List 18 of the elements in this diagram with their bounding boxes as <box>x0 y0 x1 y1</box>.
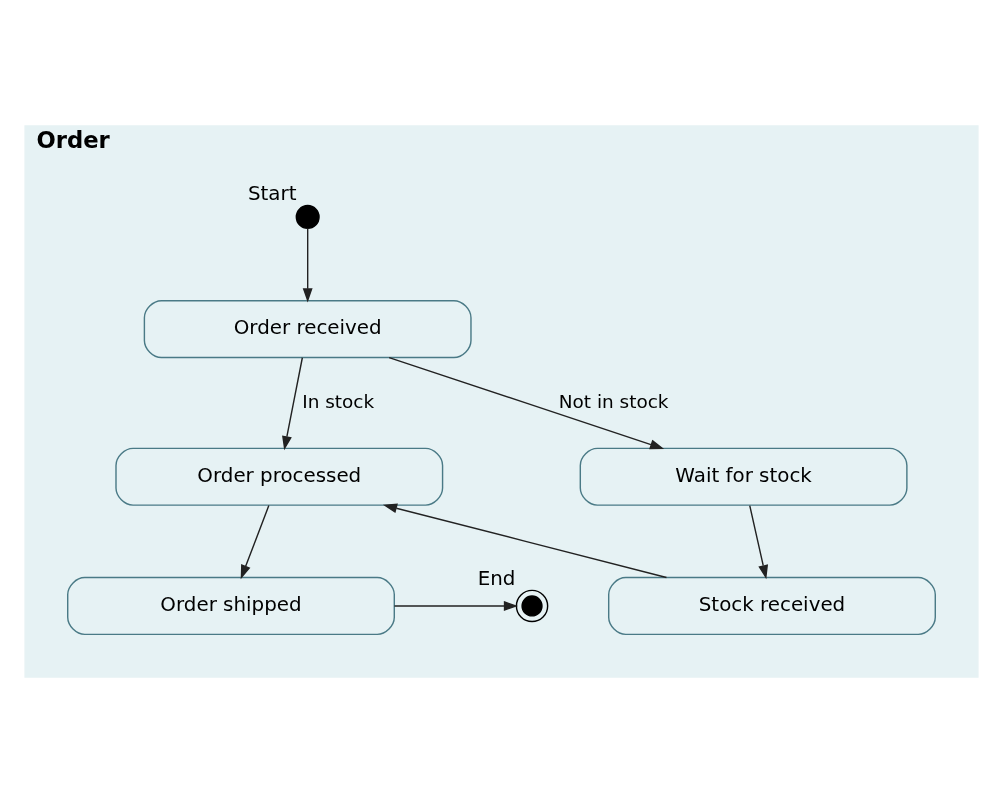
node-box: Wait for stock <box>579 447 908 506</box>
edge-label: In stock <box>302 390 375 412</box>
arrow <box>749 504 769 580</box>
edge-label: Not in stock <box>558 390 669 412</box>
node-circle <box>295 204 320 229</box>
arrow <box>240 504 270 580</box>
node-box: Order received <box>143 300 472 359</box>
arrow <box>302 227 313 303</box>
arrow <box>282 357 304 451</box>
arrow <box>393 601 519 611</box>
node-box: Order shipped <box>67 576 395 636</box>
arrow <box>388 356 665 450</box>
node-box: Stock received <box>608 576 936 636</box>
node-box: Order processed <box>115 447 444 506</box>
node-label: End <box>477 566 516 590</box>
arrow <box>382 503 668 579</box>
node-circle <box>515 589 549 623</box>
node-label: Start <box>247 182 297 206</box>
